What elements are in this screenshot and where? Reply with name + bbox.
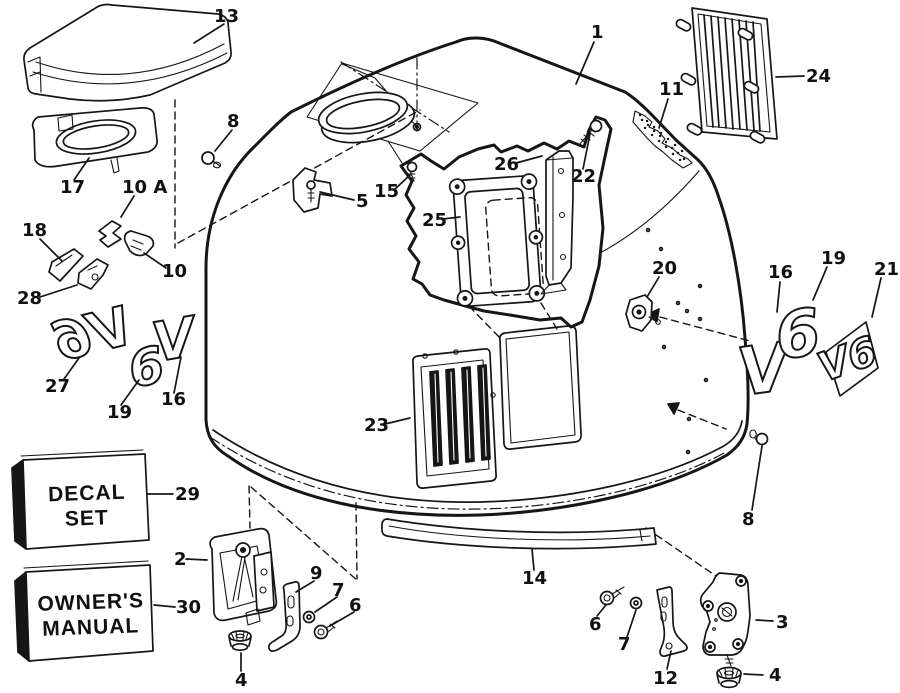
part-label-18: 18 xyxy=(22,220,47,241)
part-label-14: 14 xyxy=(522,568,547,589)
part-label-28: 28 xyxy=(17,288,42,309)
part-4-grommet-right xyxy=(716,666,742,689)
part-label-6-left: 6 xyxy=(349,595,362,616)
part-label-10a: 10 A xyxy=(122,177,167,198)
part-label-17: 17 xyxy=(60,177,85,198)
part-label-20: 20 xyxy=(652,258,677,279)
part-label-3: 3 xyxy=(776,612,789,633)
part-label-23: 23 xyxy=(364,415,389,436)
part-24-grille xyxy=(675,7,778,144)
part-label-9: 9 xyxy=(310,563,323,584)
part-label-11: 11 xyxy=(659,79,684,100)
surface-marks xyxy=(645,227,709,455)
part-label-19-right: 19 xyxy=(821,248,846,269)
louver-opening xyxy=(499,325,582,450)
part-label-27: 27 xyxy=(45,376,70,397)
part-label-10: 10 xyxy=(162,261,187,282)
part-label-22: 22 xyxy=(571,166,596,187)
part-10a-clip xyxy=(98,220,122,248)
part-7-washer-left xyxy=(302,610,316,624)
part-2-latch-bracket xyxy=(209,527,278,626)
part-17-gasket xyxy=(31,107,158,174)
grille-pegs xyxy=(675,18,766,144)
decal-set-line1: DECAL xyxy=(48,481,126,507)
owners-manual-box: OWNER'S MANUAL xyxy=(14,560,154,662)
part-label-21: 21 xyxy=(874,259,899,280)
part-label-25: 25 xyxy=(422,210,447,231)
part-label-26: 26 xyxy=(494,154,519,175)
part-10-clip xyxy=(123,230,155,257)
part-8-screw-right xyxy=(749,429,769,446)
part-9-bracket xyxy=(268,580,301,652)
part-label-12: 12 xyxy=(653,668,678,689)
part-label-5: 5 xyxy=(356,191,369,212)
part-label-8-top: 8 xyxy=(227,111,240,132)
part-6-bolt-right xyxy=(599,586,625,606)
part-label-4-right: 4 xyxy=(769,665,782,686)
cover-oval-opening xyxy=(317,91,416,144)
part-label-29: 29 xyxy=(175,484,200,505)
svg-text:V6: V6 xyxy=(812,328,883,391)
part-label-7-left: 7 xyxy=(332,580,345,601)
part-label-16-left: 16 xyxy=(161,389,186,410)
part-22-screw xyxy=(578,119,603,146)
part-28-clip xyxy=(77,258,109,290)
part-20-latch xyxy=(625,294,661,332)
part-label-30: 30 xyxy=(176,597,201,618)
part-label-8-bottom: 8 xyxy=(742,509,755,530)
part-label-16-right: 16 xyxy=(768,262,793,283)
part-label-1: 1 xyxy=(591,22,604,43)
emblem-27-v6-back: V6 xyxy=(46,294,138,374)
part-label-7-right: 7 xyxy=(618,634,631,655)
part-label-2: 2 xyxy=(174,549,187,570)
part-label-24: 24 xyxy=(806,66,831,87)
part-8-screw-top xyxy=(201,151,222,169)
part-7-washer-right xyxy=(629,596,643,610)
emblem-16-left-vee: V xyxy=(148,304,204,374)
part-label-15: 15 xyxy=(374,181,399,202)
part-15-screw xyxy=(406,161,418,182)
part-26-bracket xyxy=(540,150,574,295)
emblem-21-decal: V6 xyxy=(811,321,884,397)
part-14-strip xyxy=(381,518,657,550)
part-23-louver xyxy=(412,348,497,489)
part-3-plate xyxy=(699,572,751,667)
part-4-grommet-left xyxy=(228,630,252,652)
part-5-clip xyxy=(292,167,333,213)
owners-manual-line2: MANUAL xyxy=(42,614,140,640)
placement-arrow-upper xyxy=(647,308,751,342)
part-label-4-left: 4 xyxy=(235,670,248,691)
decal-set-box: DECAL SET xyxy=(11,449,150,550)
part-label-6-right: 6 xyxy=(589,614,602,635)
part-12-bracket xyxy=(656,586,688,657)
placement-arrow-lower xyxy=(667,402,727,430)
owners-manual-line1: OWNER'S xyxy=(37,589,144,616)
part-18-strip xyxy=(48,248,84,282)
part-13-lid xyxy=(23,3,232,102)
part-25-frame xyxy=(448,173,546,307)
part-number-labels: 13 1 24 11 8 26 22 15 5 25 17 10 A 18 10… xyxy=(17,6,899,691)
stipple-corner xyxy=(632,110,693,169)
decal-set-line2: SET xyxy=(64,506,109,531)
part-6-bolt-left xyxy=(313,620,338,640)
part-label-13: 13 xyxy=(214,6,239,27)
part-label-19-left: 19 xyxy=(107,402,132,423)
leader-lines xyxy=(39,23,882,676)
